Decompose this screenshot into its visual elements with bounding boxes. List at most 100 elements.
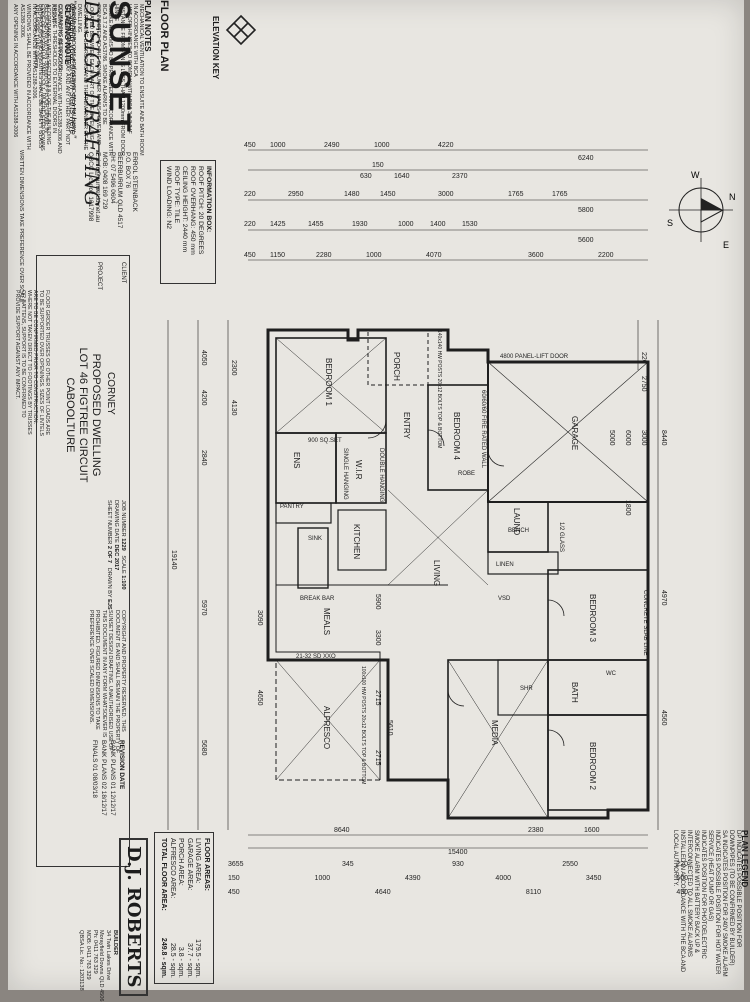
scale: 1:100	[120, 575, 126, 590]
dim-top-3-2: 1480	[344, 191, 360, 198]
room-bedroom4: BEDROOM 4	[452, 412, 461, 461]
plan-legend-heading: PLAN LEGEND	[740, 830, 749, 888]
dim-top-5-2: 2280	[316, 252, 332, 259]
compass-e: E	[723, 240, 729, 250]
room-wc: WC	[606, 671, 617, 677]
dim-left-5: 5970	[200, 600, 207, 616]
label-bench: BENCH	[508, 528, 529, 534]
room-media: MEDIA	[490, 720, 499, 746]
dim-top-1-3: 1000	[374, 142, 390, 149]
label-posts2: 100x100 HW POSTS 20x12 BOLTS TOP & BOTTO…	[360, 666, 366, 784]
client-name: CORNEY	[105, 372, 116, 415]
sheet-label: SHEET NUMBER	[106, 500, 112, 545]
dim-left-0: 4050	[200, 350, 207, 366]
builder-logo: D.J. ROBERTS	[119, 838, 148, 996]
contact-line: BEERBURRUM QLD 4517	[116, 152, 124, 229]
contact-line: E: info@sunsetdd.net.au	[93, 152, 101, 223]
dim-top-2-3: 2370	[452, 173, 468, 180]
dim-top-3-1: 2950	[288, 191, 304, 198]
contact-line: QBCC Lic. no.: 1317998	[86, 152, 94, 222]
dim-top-3-5: 1765	[508, 191, 524, 198]
room-linen: LINEN	[496, 562, 514, 568]
label-break-bar: BREAK BAR	[300, 596, 335, 602]
dim-top-4-6: 1530	[462, 221, 478, 228]
drawn-label: DRAWN BY	[106, 567, 112, 598]
room-alfresco: ALFRESCO	[322, 706, 331, 749]
legend-item: SA INDICATES POSITION FOR 240V SMOKE ALA…	[721, 830, 727, 977]
dim-top-4-5: 1400	[430, 221, 446, 228]
legend-item: DP INDICATES POSSIBLE POSITION FOR DOWNP…	[728, 830, 741, 966]
legend-item: INDICATES POSSIBLE POSITION FOR HOT WATE…	[707, 830, 720, 975]
area-row: PORCH AREA: 3.8 - sqm.	[177, 838, 185, 978]
glazing-note-2: ALL GLAZING WITHIN 500mm OF FLOOR LEVEL …	[30, 4, 50, 149]
project-line: CABOOLTURE	[64, 377, 76, 453]
revision-label: REVISION DATE	[118, 740, 125, 790]
label-concrete-slab: CONCRETE SLAB LINE	[642, 590, 648, 656]
dim-right-total2: 4970	[660, 590, 667, 606]
dim-top-total-4: 5600	[578, 237, 594, 244]
dim-top-1-0: 450	[244, 142, 256, 149]
room-living: LIVING	[432, 560, 441, 586]
room-meals: MEALS	[322, 608, 331, 635]
room-shr: SHR	[520, 686, 533, 692]
room-pantry: PANTRY	[280, 504, 304, 510]
plan-legend: PLAN LEGEND DP INDICATES POSSIBLE POSITI…	[671, 830, 749, 980]
bottom-dim-row: 150 1000 4390 4000 3450 600	[228, 875, 688, 882]
label-sink: SINK	[308, 536, 322, 542]
dim-right-3: 6000	[624, 430, 631, 446]
contact-line: PH: 07 5496 0604	[108, 152, 116, 204]
dim-top-4-3: 1930	[352, 221, 368, 228]
glazing-note-1: GLAZING TO BE IN ACCORDANCE WITH AS1288-…	[49, 4, 62, 154]
compass-icon: N S E W	[667, 170, 736, 250]
room-vsd: VSD	[498, 596, 511, 602]
room-porch: PORCH	[392, 352, 401, 381]
dim-inner-6: 5610	[386, 720, 393, 736]
dim-top-3-0: 220	[244, 191, 256, 198]
builder-info: BUILDER 34 Twin Lakes Drive Morayfield D…	[77, 930, 118, 1002]
room-garage: GARAGE	[570, 416, 579, 450]
dim-top-2-2: 1640	[394, 173, 410, 180]
glazing-note-3: WINDOWS SHALL BE PROVIDED IN ACCORDANCE …	[18, 4, 31, 150]
dim-bottom-total: 15400	[448, 849, 468, 855]
room-robe: ROBE	[458, 471, 475, 477]
glazing-note: GLAZING NOTE GLAZING TO BE IN ACCORDANCE…	[12, 4, 72, 154]
revision-row: BANK PLANS 01 12/12/17	[109, 740, 116, 816]
dim-right-1: 2750	[640, 376, 647, 392]
dim-top-3-4: 3000	[438, 191, 454, 198]
label-single-hanging: SINGLE HANGING	[342, 448, 348, 500]
revision-row: BANK PLANS 02 18/12/17	[100, 740, 107, 816]
dim-top-5-1: 1150	[270, 252, 285, 259]
legend-item: INDICATES POSITION FOR PHOTOELECTRIC SMO…	[672, 830, 706, 973]
dim-left-1: 2300	[230, 360, 237, 376]
dim-top-3-6: 1765	[552, 191, 568, 198]
label-double-hanging: DOUBLE HANGING	[378, 448, 384, 503]
dim-inner-5: 2715	[374, 750, 381, 766]
builder-line: Ph: 0411 763 329	[91, 930, 98, 974]
builder-label: BUILDER	[112, 930, 118, 955]
label-glass: 1/2 GLASS	[558, 522, 564, 552]
room-laund: LAUND	[512, 508, 521, 535]
elevation-key-icon	[225, 14, 257, 46]
dim-left-3: 4200	[200, 390, 207, 406]
glazing-note-4: ANY OPENING IN ACCORDANCE WITH AS1288-20…	[12, 4, 19, 138]
scale-label: SCALE	[120, 555, 126, 574]
compass-n: N	[729, 192, 736, 202]
dim-bottom-1-2: 1600	[584, 827, 600, 834]
dim-top-2-0: 150	[372, 162, 384, 169]
copyright-note: COPYRIGHT AND PROPERTY RESERVED. THIS DO…	[87, 610, 126, 754]
dim-left-4: 2840	[200, 450, 207, 466]
revision-row: FINALS 01 08/03/18	[91, 740, 98, 798]
title-block-frame	[36, 255, 130, 867]
compass-s: S	[667, 218, 673, 228]
company-name: SUNSET	[103, 0, 136, 134]
compass-w: W	[691, 170, 700, 180]
builder-line: Morayfield Downs QLD 4506	[98, 930, 105, 1002]
sheet-number: 2 OF 7	[106, 545, 112, 564]
project-label: PROJECT	[96, 262, 102, 291]
dim-top-5-3: 1000	[366, 252, 382, 259]
dim-top-5-6: 2200	[598, 252, 614, 259]
room-bath: BATH	[570, 682, 579, 703]
revision-block: REVISION DATE BANK PLANS 01 12/12/17 BAN…	[90, 740, 126, 816]
dim-inner-0: 3090	[256, 610, 263, 626]
job-no-label: JOB NUMBER	[120, 500, 126, 537]
